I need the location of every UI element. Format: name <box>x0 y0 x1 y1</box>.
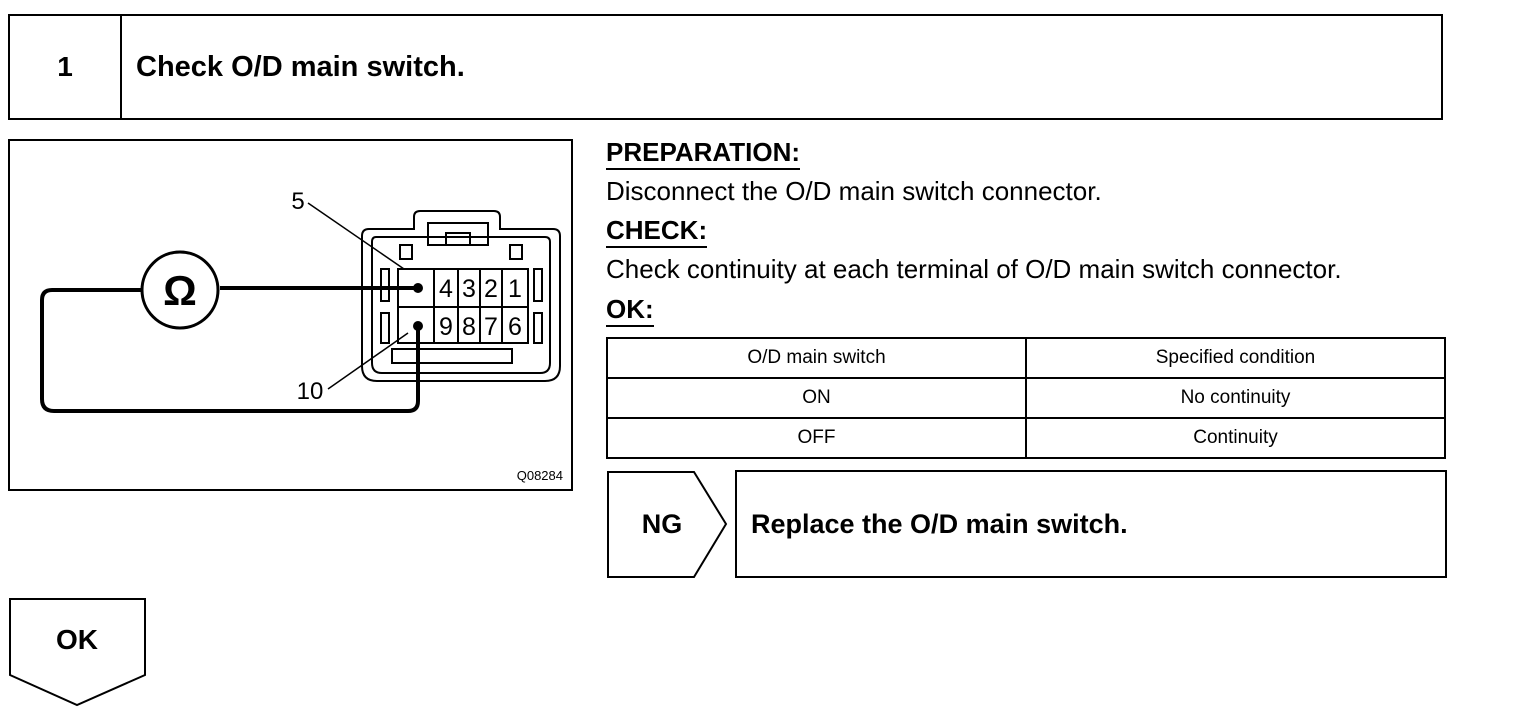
table-header-row: O/D main switch Specified condition <box>606 337 1446 379</box>
preparation-text: Disconnect the O/D main switch connector… <box>606 176 1102 206</box>
pin-label-9: 9 <box>439 313 453 341</box>
ohmmeter-icon <box>140 250 220 330</box>
ohm-symbol: Ω <box>163 267 197 314</box>
ng-action-text: Replace the O/D main switch. <box>751 508 1128 539</box>
table-cell: OFF <box>606 417 1027 459</box>
step-title: Check O/D main switch. <box>136 50 465 83</box>
connector-illustration: Ω 5 10 4 3 2 1 9 8 7 6 <box>40 188 561 413</box>
check-text: Check continuity at each terminal of O/D… <box>606 254 1342 284</box>
pin-label-8: 8 <box>462 313 476 341</box>
pin-label-4: 4 <box>439 275 453 303</box>
ng-action-box: Replace the O/D main switch. <box>735 470 1447 578</box>
callout-10: 10 <box>297 378 324 405</box>
pin-label-6: 6 <box>508 313 522 341</box>
preparation-heading: PREPARATION: <box>606 137 801 170</box>
pin-label-1: 1 <box>508 275 522 303</box>
connector-diagram: Ω 5 10 4 3 2 1 9 8 7 6 Q08284 <box>8 139 573 491</box>
pin-label-7: 7 <box>484 313 498 341</box>
ng-arrow-icon <box>607 471 728 578</box>
callout-5: 5 <box>291 188 304 215</box>
table-header-cell: Specified condition <box>1025 337 1446 379</box>
pin-label-2: 2 <box>484 275 498 303</box>
table-header-cell: O/D main switch <box>606 337 1027 379</box>
table-cell: No continuity <box>1025 377 1446 419</box>
pin-label-3: 3 <box>462 275 476 303</box>
specification-table: O/D main switch Specified condition ON N… <box>606 337 1446 459</box>
table-row: ON No continuity <box>606 377 1446 419</box>
figure-code: Q08284 <box>516 468 563 483</box>
table-row: OFF Continuity <box>606 417 1446 459</box>
ok-label: OK <box>56 624 98 655</box>
ok-heading: OK: <box>606 294 654 327</box>
step-number: 1 <box>10 16 122 118</box>
table-cell: ON <box>606 377 1027 419</box>
check-heading: CHECK: <box>606 215 708 248</box>
table-cell: Continuity <box>1025 417 1446 459</box>
ng-label: NG <box>641 508 683 539</box>
step-header: 1 Check O/D main switch. <box>8 14 1443 120</box>
ok-arrow-icon <box>9 598 146 707</box>
